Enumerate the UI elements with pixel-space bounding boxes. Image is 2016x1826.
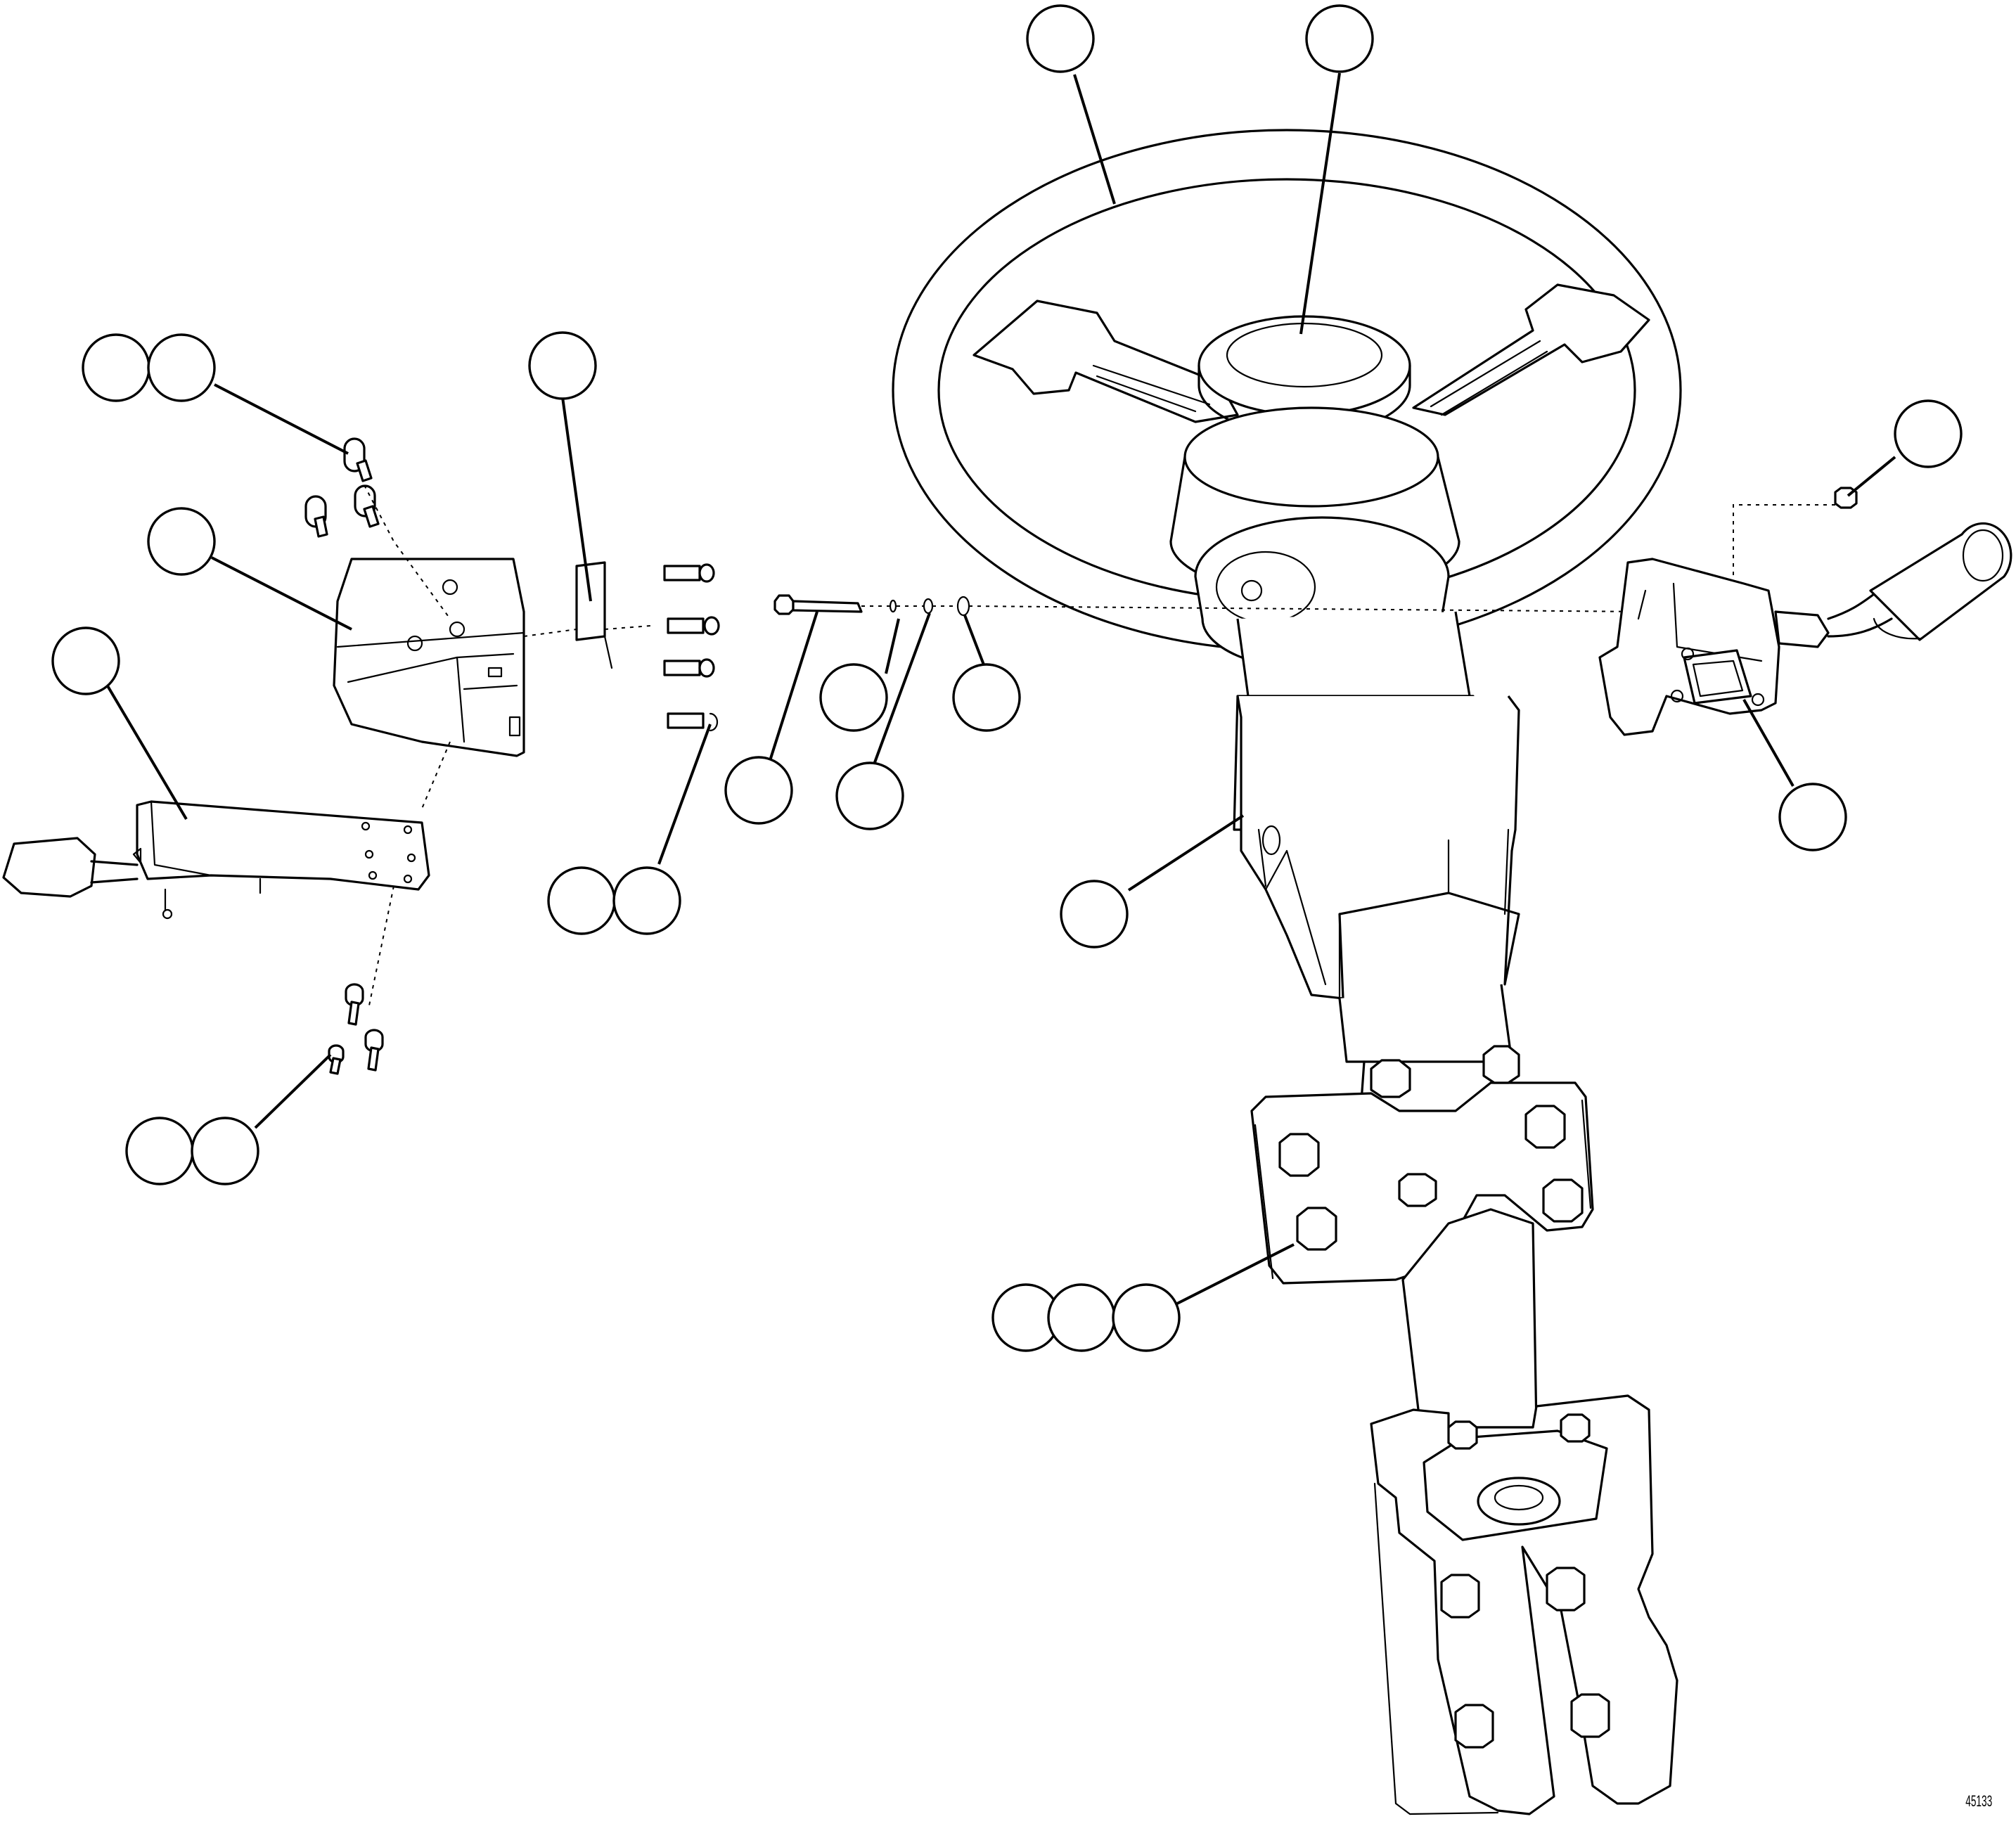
lower-screw-b-callout: [191, 1117, 259, 1185]
washer-1-callout: [819, 663, 888, 732]
wheel-rim-callout: [1026, 4, 1095, 73]
cover-callout: [147, 507, 216, 576]
screws-c-callout: [547, 866, 616, 935]
nut-callout: [1894, 399, 1963, 468]
lever-callout: [51, 626, 120, 695]
decal-callout: [528, 331, 597, 400]
mounting-plate: [1250, 1045, 1594, 1285]
hub-cap-callout: [1305, 4, 1374, 73]
figure-number: 45133: [1965, 1792, 1992, 1810]
switch-callout: [1778, 783, 1847, 851]
control-cover: [333, 558, 525, 757]
lower-screw-a-callout: [125, 1117, 194, 1185]
control-lever: [2, 800, 430, 920]
screw-b-callout: [147, 333, 216, 402]
steering-column: [1169, 406, 1520, 1112]
washer-2-callout: [952, 663, 1021, 732]
column-shroud-callout: [1060, 880, 1129, 949]
mount-bolt-c-callout: [1112, 1283, 1181, 1352]
bolt-callout: [724, 756, 793, 825]
screw-a-callout: [82, 333, 150, 402]
washer-3-callout: [835, 761, 904, 830]
switch-assembly: [1598, 487, 2012, 736]
fasteners-left: [304, 437, 1646, 1075]
leader-lines: [101, 72, 1896, 1306]
screws-d-callout: [612, 866, 681, 935]
callouts: [51, 4, 1963, 1352]
lower-shaft-bracket: [1370, 1208, 1678, 1815]
mount-bolt-b-callout: [1047, 1283, 1116, 1352]
